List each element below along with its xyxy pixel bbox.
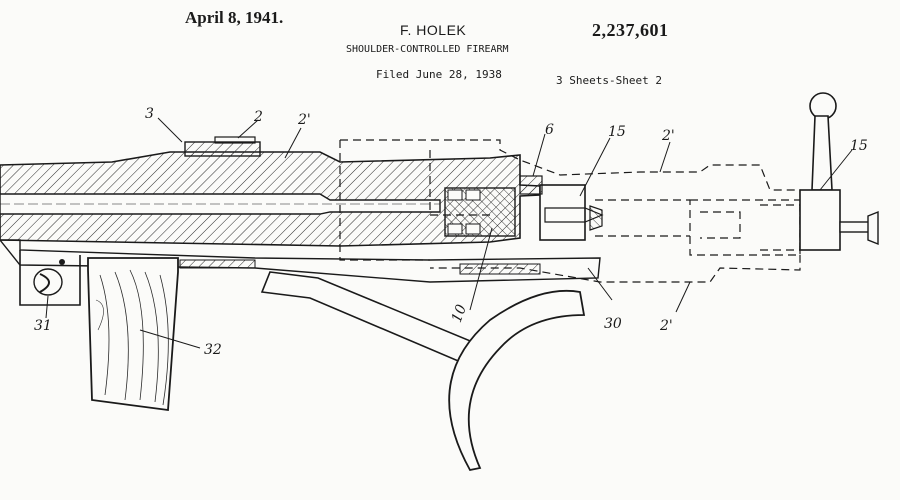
ref-numeral-15-middle: 15 [608, 124, 626, 140]
patent-date: April 8, 1941. [185, 8, 284, 27]
filing-date: Filed June 28, 1938 [376, 68, 502, 81]
barrel-bore [0, 193, 441, 215]
sight-block [184, 136, 261, 157]
pistol-grip [87, 257, 179, 412]
leader-lines [45, 117, 853, 349]
receiver-collar [519, 175, 604, 241]
ref-numeral-2: 2 [253, 109, 263, 125]
ref-numeral-2-prime-bottom: 2' [659, 318, 673, 334]
invention-title: SHOULDER-CONTROLLED FIREARM [346, 44, 509, 55]
ref-numeral-32: 32 [204, 342, 222, 358]
ref-numeral-2-prime-top: 2' [297, 112, 311, 128]
ref-numeral-15-right: 15 [850, 138, 868, 154]
reference-numerals: 3 2 2' 6 15 2' 15 10 30 2' 31 32 [34, 106, 868, 358]
ref-numeral-6: 6 [545, 122, 554, 138]
ref-numeral-31: 31 [34, 318, 52, 334]
ref-numeral-3: 3 [145, 106, 154, 122]
patent-number: 2,237,601 [592, 20, 669, 40]
retracted-position-outline [339, 139, 801, 283]
inventor-name: F. HOLEK [400, 22, 467, 38]
cocking-handle [799, 92, 879, 251]
ref-numeral-10: 10 [449, 302, 470, 324]
ref-numeral-2-prime-right: 2' [661, 128, 675, 144]
sheet-count: 3 Sheets-Sheet 2 [556, 74, 662, 87]
shoulder-hook [448, 289, 586, 472]
trigger-housing [19, 250, 81, 306]
ref-numeral-30: 30 [604, 316, 622, 332]
bolt-head [444, 187, 516, 237]
